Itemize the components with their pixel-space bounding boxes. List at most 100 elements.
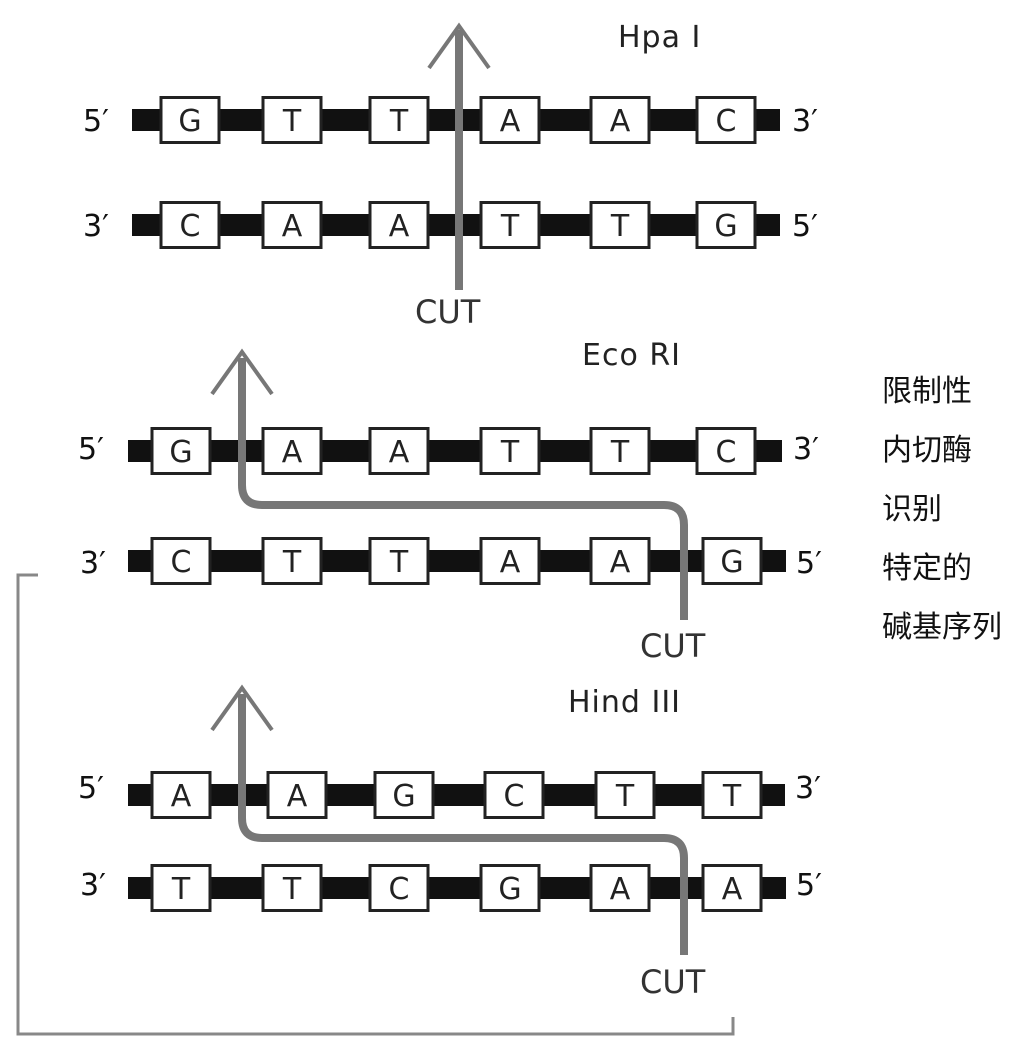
base-letter: T: [610, 435, 630, 470]
base-box: T: [150, 864, 212, 912]
strand-end-label: 3′: [80, 546, 106, 581]
strand-end-label: 3′: [793, 432, 819, 467]
base-letter: T: [500, 435, 520, 470]
base-box: T: [261, 537, 323, 585]
base-letter: A: [610, 545, 631, 580]
base-box-frame: [150, 427, 212, 475]
strand-end-label: 5′: [78, 771, 104, 806]
arrow-head-icon: [427, 22, 491, 70]
base-box-frame: [261, 427, 323, 475]
cut-arrows: [210, 22, 688, 955]
strand-end-label: 5′: [78, 432, 104, 467]
base-box-frame: [150, 864, 212, 912]
strand-end-label: 3′: [795, 771, 821, 806]
arrow-head-icon: [210, 684, 274, 732]
diagram-labels: Hpa I Eco RI Hind III CUT CUT CUT 5′ 3′ …: [78, 20, 822, 1001]
base-box: C: [159, 201, 221, 249]
base-box: A: [368, 201, 430, 249]
base-box-frame: [159, 201, 221, 249]
base-box-frame: [479, 864, 541, 912]
base-box-frame: [261, 864, 323, 912]
base-letter: A: [282, 435, 303, 470]
side-note-line: 碱基序列: [882, 610, 1002, 645]
base-letter: T: [282, 104, 302, 139]
base-box: T: [368, 96, 430, 144]
base-box-frame: [701, 864, 763, 912]
base-box-frame: [589, 96, 651, 144]
strand-end-label: 5′: [792, 209, 818, 244]
base-box-frame: [261, 537, 323, 585]
base-letter: A: [500, 545, 521, 580]
base-box: G: [159, 96, 221, 144]
cut-arrow-ecori: [210, 348, 688, 620]
base-box-frame: [479, 201, 541, 249]
base-letter: A: [389, 209, 410, 244]
enzyme-label-hindiii: Hind III: [568, 685, 681, 720]
base-box-frame: [261, 201, 323, 249]
cut-label-ecori: CUT: [640, 627, 706, 665]
base-box: A: [266, 771, 328, 819]
base-letter: T: [615, 779, 635, 814]
base-letter: G: [169, 435, 192, 470]
cut-arrow-line: [238, 694, 688, 955]
base-box-frame: [589, 427, 651, 475]
base-box: G: [150, 427, 212, 475]
strand-end-label: 5′: [796, 546, 822, 581]
side-note-line: 限制性: [882, 374, 972, 409]
base-box-frame: [479, 96, 541, 144]
base-box: T: [368, 537, 430, 585]
bracket-line-path: [16, 573, 735, 1036]
base-box-frame: [266, 771, 328, 819]
base-letter: T: [500, 209, 520, 244]
base-letter: T: [282, 545, 302, 580]
base-box: C: [695, 427, 757, 475]
base-box: G: [695, 201, 757, 249]
base-letter: C: [716, 435, 737, 470]
base-box: T: [479, 201, 541, 249]
base-box-frame: [368, 864, 430, 912]
base-letter: A: [287, 779, 308, 814]
base-box: C: [483, 771, 545, 819]
base-box: A: [479, 96, 541, 144]
base-box: A: [261, 427, 323, 475]
strand-end-label: 3′: [80, 868, 106, 903]
strand-backbone: [128, 440, 782, 462]
base-box: A: [261, 201, 323, 249]
base-letter: A: [722, 872, 743, 907]
base-letter: T: [171, 872, 191, 907]
enzyme-label-hpa1: Hpa I: [618, 20, 701, 55]
base-box-frame: [701, 537, 763, 585]
base-box-frame: [695, 96, 757, 144]
base-box-frame: [373, 771, 435, 819]
base-box: T: [589, 427, 651, 475]
base-box-frame: [483, 771, 545, 819]
base-box: C: [150, 537, 212, 585]
base-letter: G: [498, 872, 521, 907]
base-box: A: [589, 537, 651, 585]
base-letter: C: [171, 545, 192, 580]
base-letter: T: [282, 872, 302, 907]
base-box-frame: [368, 96, 430, 144]
base-letter: A: [171, 779, 192, 814]
base-box-frame: [695, 201, 757, 249]
base-letter: C: [180, 209, 201, 244]
base-box-frame: [368, 427, 430, 475]
base-letter: A: [389, 435, 410, 470]
base-box: T: [594, 771, 656, 819]
enzyme-label-ecori: Eco RI: [582, 338, 681, 373]
base-letter: G: [392, 779, 415, 814]
base-box-frame: [589, 864, 651, 912]
base-box: G: [373, 771, 435, 819]
cut-arrow-hpa1: [427, 22, 491, 290]
side-note-line: 内切酶: [882, 433, 972, 468]
base-letter: A: [610, 104, 631, 139]
arrow-head-icon: [210, 348, 274, 396]
cut-label-hindiii: CUT: [640, 963, 706, 1001]
base-box: T: [479, 427, 541, 475]
base-box-frame: [695, 427, 757, 475]
strand-end-label: 3′: [792, 104, 818, 139]
side-note: 限制性 内切酶 识别 特定的 碱基序列: [882, 362, 1022, 657]
